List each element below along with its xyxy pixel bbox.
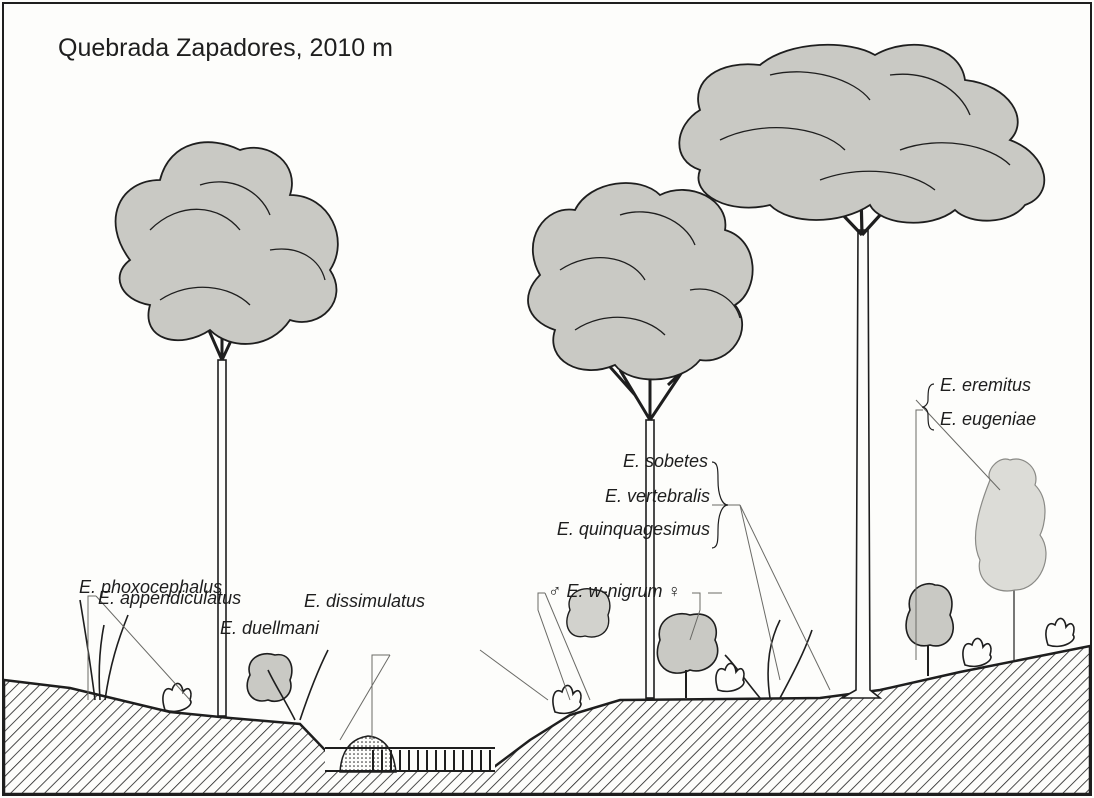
label-dissimulatus: E. dissimulatus <box>304 591 426 611</box>
label-appendiculatus: E. appendiculatus <box>98 588 242 608</box>
fern-icon <box>79 599 813 721</box>
shrub-icon <box>246 583 955 702</box>
male-symbol: ♂ <box>548 581 562 601</box>
label-eugeniae: E. eugeniae <box>940 409 1037 429</box>
ground-profile <box>2 644 1092 796</box>
pale-tree-icon <box>974 458 1047 660</box>
label-duellmani: E. duellmani <box>220 618 320 638</box>
page-title: Quebrada Zapadores, 2010 m <box>58 34 393 62</box>
label-w-nigrum: ♂ E. w-nigrum ♀ <box>548 580 681 602</box>
label-quinquagesimus: E. quinquagesimus <box>556 519 710 539</box>
rock-icon <box>339 735 397 773</box>
label-sobetes: E. sobetes <box>622 451 708 471</box>
label-vertebralis: E. vertebralis <box>604 486 710 506</box>
label-eremitus: E. eremitus <box>940 375 1032 395</box>
label-w-nigrum-text: E. w-nigrum <box>566 581 663 601</box>
tree-left-icon <box>114 141 339 717</box>
female-symbol: ♀ <box>667 581 682 601</box>
label-phoxocephalus: E. phoxocephalus <box>79 577 223 597</box>
tree-middle-icon <box>527 182 754 699</box>
tree-tall-icon <box>678 43 1046 699</box>
label-brackets <box>711 383 935 549</box>
